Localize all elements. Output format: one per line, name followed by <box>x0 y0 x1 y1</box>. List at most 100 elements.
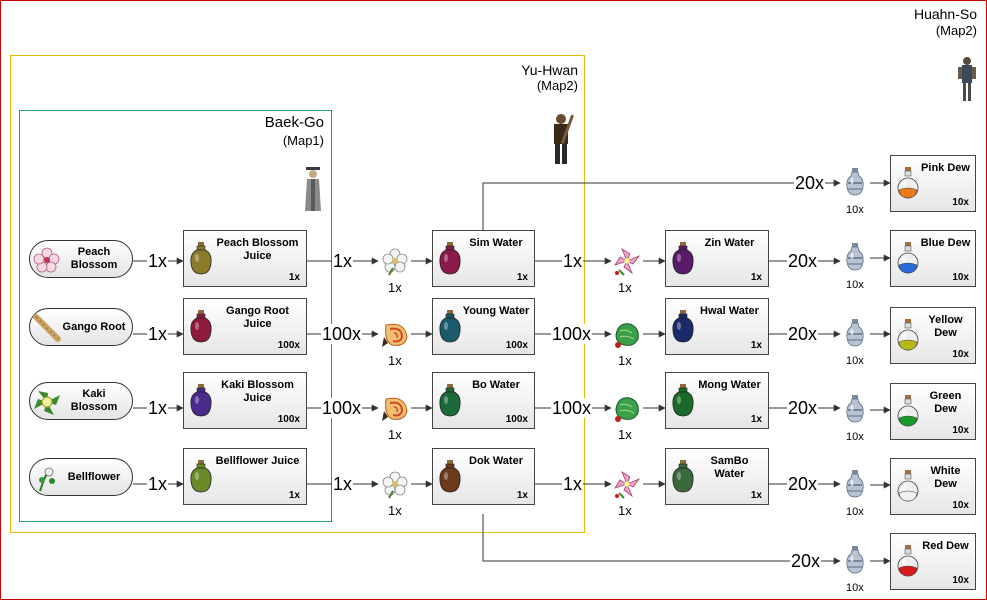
material-item <box>380 246 410 276</box>
vial-item <box>845 545 865 575</box>
juice-label: Peach Blossom Juice <box>216 237 299 262</box>
region-yu-hwan <box>10 55 585 533</box>
green-leaf-icon <box>615 323 639 348</box>
water2-label: Mong Water <box>698 379 761 391</box>
pink-flower-icon <box>614 247 641 276</box>
material-count: 1x <box>618 503 632 518</box>
water2-label: Hwal Water <box>700 305 759 317</box>
juice-bottle-icon <box>190 460 212 493</box>
water2-bottle-icon <box>672 310 694 343</box>
vial-count: 10x <box>846 355 864 367</box>
orange-shell-icon <box>382 323 408 347</box>
dew-bottle-icon <box>897 167 919 199</box>
vial-item <box>845 394 865 424</box>
vial-icon <box>846 546 864 574</box>
dew-qty: 10x <box>952 272 969 283</box>
water2-bottle-icon <box>672 384 694 417</box>
dew-bottle-icon <box>897 242 919 274</box>
water-bottle-icon <box>439 242 461 275</box>
source-label: Kaki Blossom <box>70 388 118 413</box>
water2-qty: 1x <box>750 340 762 351</box>
rate-label: 20x <box>787 324 819 344</box>
source-item: Bellflower <box>29 458 133 496</box>
water-label: Sim Water <box>469 237 523 249</box>
kaki-blossom-icon <box>34 391 60 415</box>
dew-box: Blue Dew 10x <box>890 230 976 287</box>
rate-label: 20x <box>787 474 819 494</box>
white-flower-icon <box>382 471 408 499</box>
bellflower-icon <box>39 467 55 492</box>
orange-shell-icon <box>382 397 408 421</box>
vial-item <box>845 469 865 499</box>
material-item <box>612 469 642 499</box>
vial-icon <box>846 319 864 347</box>
rate-label: 100x <box>551 324 593 344</box>
dew-label: Blue Dew <box>920 237 971 249</box>
region-huahn-so-map: (Map2) <box>935 23 977 38</box>
dew-bottle-icon <box>897 319 919 351</box>
rate-label: 1x <box>562 251 584 271</box>
water-label: Dok Water <box>469 455 523 467</box>
source-item: Gango Root <box>29 308 133 346</box>
material-count: 1x <box>388 427 402 442</box>
juice-qty: 100x <box>277 340 300 351</box>
juice-label: Kaki Blossom Juice <box>221 379 294 404</box>
material-count: 1x <box>618 427 632 442</box>
rate-label: 1x <box>332 474 354 494</box>
region-baek-go-map: (Map1) <box>282 133 324 148</box>
dew-label: White Dew <box>930 465 961 490</box>
juice-bottle-icon <box>190 242 212 275</box>
rate-label: 100x <box>551 398 593 418</box>
source-item: Peach Blossom <box>29 240 133 278</box>
vial-icon <box>846 470 864 498</box>
peach-blossom-icon <box>33 247 60 273</box>
npc-huahn-so-icon <box>958 57 976 101</box>
material-item <box>612 319 642 349</box>
water-bottle-icon <box>439 460 461 493</box>
material-item <box>380 469 410 499</box>
white-flower-icon <box>382 248 408 276</box>
region-baek-go-name: Baek-Go <box>264 114 324 131</box>
rate-label: 1x <box>562 474 584 494</box>
source-item: Kaki Blossom <box>29 382 133 420</box>
material-item <box>612 393 642 423</box>
rate-label: 1x <box>332 251 354 271</box>
vial-count: 10x <box>846 582 864 594</box>
gango-root-icon <box>33 314 61 342</box>
vial-icon <box>846 168 864 196</box>
dew-bottle-icon <box>897 395 919 427</box>
rate-label: 20x <box>787 398 819 418</box>
juice-box: Gango Root Juice 100x <box>183 298 307 355</box>
juice-label: Bellflower Juice <box>215 455 300 467</box>
water-bottle-icon <box>439 384 461 417</box>
material-count: 1x <box>388 280 402 295</box>
juice-label: Gango Root Juice <box>226 305 289 330</box>
vial-item <box>845 167 865 197</box>
region-yu-hwan-map: (Map2) <box>536 78 578 93</box>
dew-bottle-icon <box>897 545 919 577</box>
juice-box: Bellflower Juice 1x <box>183 448 307 505</box>
juice-qty: 1x <box>288 490 300 501</box>
water-qty: 100x <box>505 414 528 425</box>
source-label: Bellflower <box>67 470 121 483</box>
rate-label: 1x <box>147 251 169 271</box>
rate-label: 100x <box>321 398 363 418</box>
vial-count: 10x <box>846 506 864 518</box>
water-qty: 1x <box>516 272 528 283</box>
connector-line <box>482 514 841 565</box>
water2-bottle-icon <box>672 242 694 275</box>
juice-bottle-icon <box>190 384 212 417</box>
water-box: Sim Water 1x <box>432 230 535 287</box>
rate-label: 20x <box>787 251 819 271</box>
water-bottle-icon <box>439 310 461 343</box>
water2-qty: 1x <box>750 414 762 425</box>
dew-label: Pink Dew <box>921 162 970 174</box>
material-count: 1x <box>388 353 402 368</box>
